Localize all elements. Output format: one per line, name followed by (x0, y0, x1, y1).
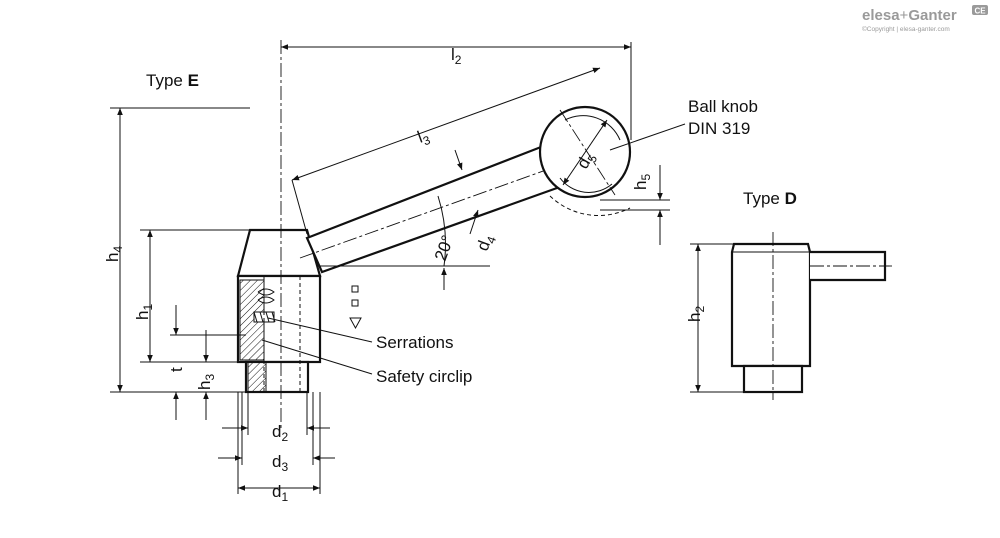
dim-h2: h2 (685, 306, 707, 322)
safety-circlip-label: Safety circlip (376, 367, 472, 386)
dim-h4: h4 (103, 246, 125, 262)
svg-text:elesa+Ganter: elesa+Ganter (862, 7, 957, 24)
lever-arm (299, 105, 632, 274)
type-d-view (690, 232, 892, 400)
elesa-ganter-logo: elesa+Ganter CE ©Copyright | elesa-gante… (862, 5, 988, 33)
type-e-hub (236, 40, 322, 430)
svg-text:©Copyright | elesa-ganter.com: ©Copyright | elesa-ganter.com (862, 25, 950, 33)
dim-t: t (167, 367, 186, 372)
svg-text:CE: CE (975, 7, 987, 16)
ball-knob-label: Ball knob (688, 97, 758, 116)
dim-d4: d4 (473, 231, 499, 254)
dim-h3: h3 (195, 374, 217, 390)
dim-l3: l3 (415, 125, 433, 149)
ball-knob-standard: DIN 319 (688, 119, 750, 138)
angle-label: 20° (431, 233, 458, 264)
dim-l2: l2 (451, 45, 462, 67)
dimension-lines-type-e (110, 42, 686, 494)
dim-d1: d1 (272, 482, 288, 504)
dim-h5: h5 (631, 174, 653, 190)
type-d-title: Type D (743, 189, 797, 208)
type-e-title: Type E (146, 71, 199, 90)
serrations-label: Serrations (376, 333, 453, 352)
dim-d2: d2 (272, 422, 288, 444)
dim-d3: d3 (272, 452, 288, 474)
dim-h1: h1 (133, 304, 155, 320)
